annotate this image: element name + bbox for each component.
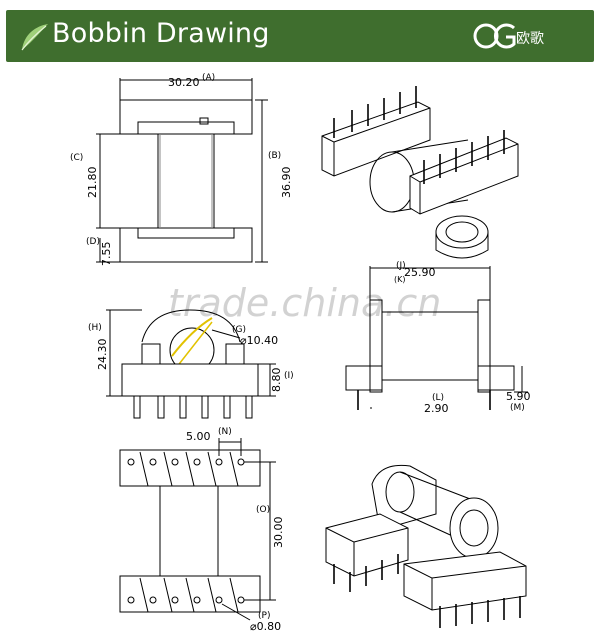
isometric-view-top bbox=[321, 86, 519, 259]
company-logo: 欧歌 bbox=[472, 16, 584, 56]
dim-b-value: 36.90 bbox=[280, 167, 293, 199]
dim-b-tag: (B) bbox=[268, 151, 281, 161]
dim-o-tag: (O) bbox=[256, 505, 270, 515]
dim-l-tag: (L) bbox=[432, 393, 444, 403]
dim-h-tag: (H) bbox=[88, 323, 102, 333]
dim-j-value: 25.90 bbox=[404, 266, 436, 279]
dim-g-value: ⌀10.40 bbox=[240, 334, 278, 347]
dim-j-tag: (J) bbox=[396, 261, 406, 271]
dim-d-tag: (D) bbox=[86, 237, 100, 247]
dim-n-value: 5.00 bbox=[186, 430, 211, 443]
dim-p-value: ⌀0.80 bbox=[250, 620, 281, 633]
dim-m-tag: (M) bbox=[510, 403, 525, 413]
bobbin-drawing: 30.20 (A) (B) 36.90 (C) 21.80 (D) 7.55 bbox=[0, 66, 600, 636]
bottom-plan-view bbox=[119, 438, 276, 621]
dim-i-value: 8.80 bbox=[270, 368, 283, 393]
front-view bbox=[106, 309, 276, 419]
dim-p-tag: (P) bbox=[258, 611, 270, 621]
isometric-view-bottom bbox=[325, 464, 527, 628]
dim-m-value: 5.90 bbox=[506, 390, 531, 403]
logo-text: 欧歌 bbox=[516, 31, 544, 47]
dim-k-tag: (K) bbox=[394, 275, 406, 284]
header: Bobbin Drawing 欧歌 bbox=[0, 0, 600, 66]
leaf-icon bbox=[21, 24, 48, 51]
dim-l-value: 2.90 bbox=[424, 402, 449, 415]
dim-c-value: 21.80 bbox=[86, 167, 99, 199]
title-banner: Bobbin Drawing 欧歌 bbox=[6, 10, 594, 62]
dim-n-tag: (N) bbox=[218, 427, 232, 437]
dim-h-value: 24.30 bbox=[96, 339, 109, 371]
side-view bbox=[345, 266, 528, 410]
watermark: trade.china.cn bbox=[168, 281, 441, 325]
dim-d-value: 7.55 bbox=[100, 242, 113, 267]
dim-o-value: 30.00 bbox=[272, 517, 285, 549]
plan-view bbox=[96, 78, 268, 263]
dim-a-tag: (A) bbox=[202, 73, 215, 83]
dim-a-value: 30.20 bbox=[168, 76, 200, 89]
dim-i-tag: (I) bbox=[284, 371, 294, 381]
technical-drawing: 30.20 (A) (B) 36.90 (C) 21.80 (D) 7.55 bbox=[70, 73, 531, 633]
page-title: Bobbin Drawing bbox=[52, 18, 270, 49]
dim-c-tag: (C) bbox=[70, 153, 83, 163]
dim-g-tag: (G) bbox=[232, 325, 246, 335]
